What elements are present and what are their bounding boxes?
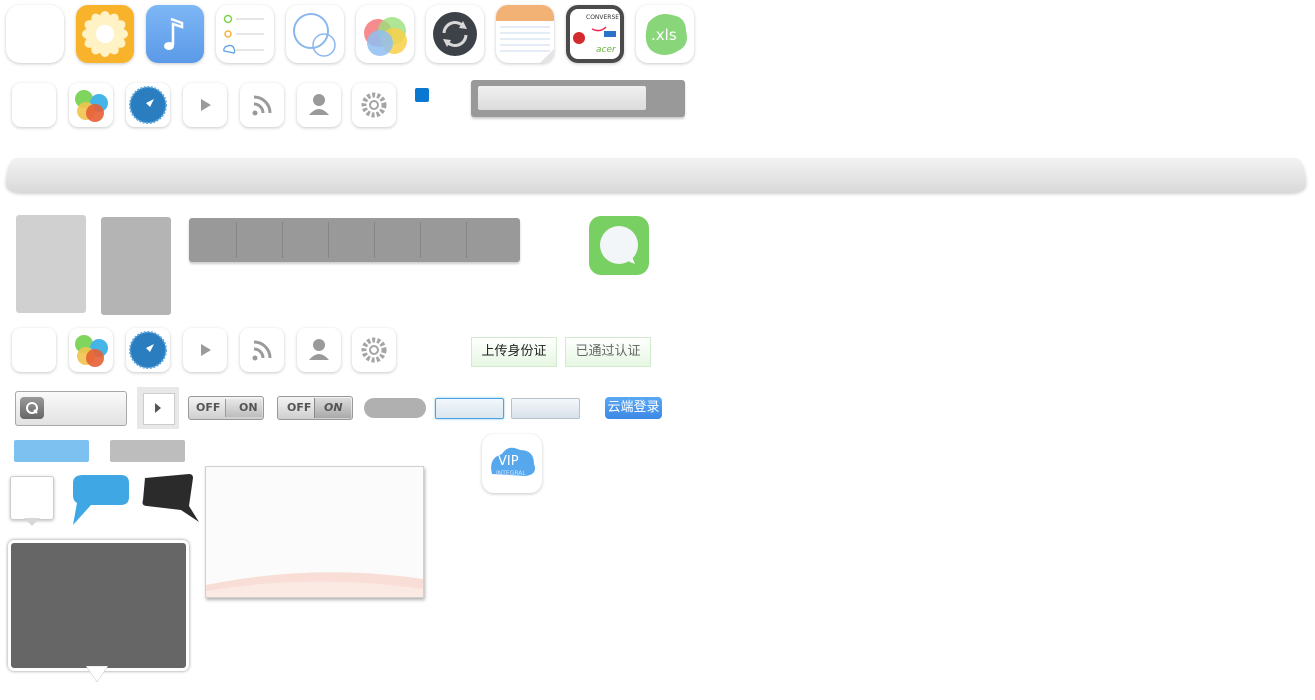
blank-icon[interactable] — [12, 83, 56, 127]
message-icon[interactable] — [589, 216, 649, 275]
toggle-switch-on[interactable]: OFF ON — [277, 396, 353, 420]
sync-icon[interactable] — [426, 5, 484, 63]
blue-speech-bubble-icon — [73, 475, 129, 525]
color-circles-icon[interactable] — [69, 83, 113, 127]
blank-app-icon[interactable] — [6, 5, 64, 63]
rss-icon[interactable] — [240, 83, 284, 127]
grey-card-light — [16, 215, 86, 313]
verified-badge: 已通过认证 — [565, 337, 651, 367]
grey-card-dark — [101, 217, 171, 315]
user-icon[interactable] — [297, 83, 341, 127]
black-speech-bubble-icon — [142, 474, 199, 522]
rss-icon[interactable] — [240, 328, 284, 372]
toggle-switch-off[interactable]: OFF ON — [188, 396, 264, 420]
brands-icon[interactable]: CONVERSE acer — [566, 5, 624, 63]
user-icon[interactable] — [297, 328, 341, 372]
blue-square-indicator — [415, 88, 429, 102]
brand-label-acer: acer — [596, 45, 617, 55]
expand-arrow-button[interactable] — [137, 387, 179, 429]
search-icon — [20, 397, 44, 419]
brand-label-converse: CONVERSE — [586, 14, 619, 21]
blue-button[interactable] — [14, 440, 89, 462]
photos-icon[interactable] — [76, 5, 134, 63]
music-icon[interactable] — [146, 5, 204, 63]
dark-popup-panel — [8, 540, 189, 671]
vip-label: VIP — [498, 454, 519, 469]
toggle-off-label: OFF — [287, 401, 312, 414]
xls-file-icon[interactable]: .xls — [636, 5, 694, 63]
upload-id-button[interactable]: 上传身份证 — [471, 337, 557, 367]
vip-sub-label: INTEGRAL — [496, 470, 526, 477]
play-icon[interactable] — [183, 83, 227, 127]
xls-label: .xls — [651, 26, 677, 44]
settings-icon[interactable] — [352, 328, 396, 372]
settings-icon[interactable] — [352, 83, 396, 127]
dialog-card — [205, 466, 424, 598]
notes-icon[interactable] — [496, 5, 554, 63]
weather-list-icon[interactable] — [216, 5, 274, 63]
shelf-divider — [6, 158, 1306, 192]
vip-icon[interactable]: VIP INTEGRAL — [482, 434, 542, 493]
tooltip-pointer-icon — [24, 518, 40, 526]
compass-icon[interactable] — [126, 328, 170, 372]
play-icon[interactable] — [183, 328, 227, 372]
toggle-off-label: OFF — [196, 401, 221, 414]
search-input[interactable] — [478, 86, 646, 110]
blank-icon[interactable] — [12, 328, 56, 372]
text-input[interactable] — [511, 398, 580, 419]
color-circles-icon[interactable] — [69, 328, 113, 372]
tooltip-bubble-small — [10, 476, 54, 520]
pill-button[interactable] — [364, 398, 426, 418]
toggle-on-label: ON — [324, 401, 343, 414]
game-center-icon[interactable] — [356, 5, 414, 63]
circles-icon[interactable] — [286, 5, 344, 63]
grey-button[interactable] — [110, 440, 185, 462]
segmented-toolbar — [189, 218, 520, 262]
cloud-login-button[interactable]: 云端登录 — [605, 397, 662, 419]
compass-icon[interactable] — [126, 83, 170, 127]
popup-pointer-icon — [86, 666, 108, 683]
search-bar-frame — [471, 80, 685, 117]
search-field[interactable] — [15, 391, 127, 426]
text-input-focused[interactable] — [435, 398, 504, 419]
toggle-on-label: ON — [239, 401, 258, 414]
